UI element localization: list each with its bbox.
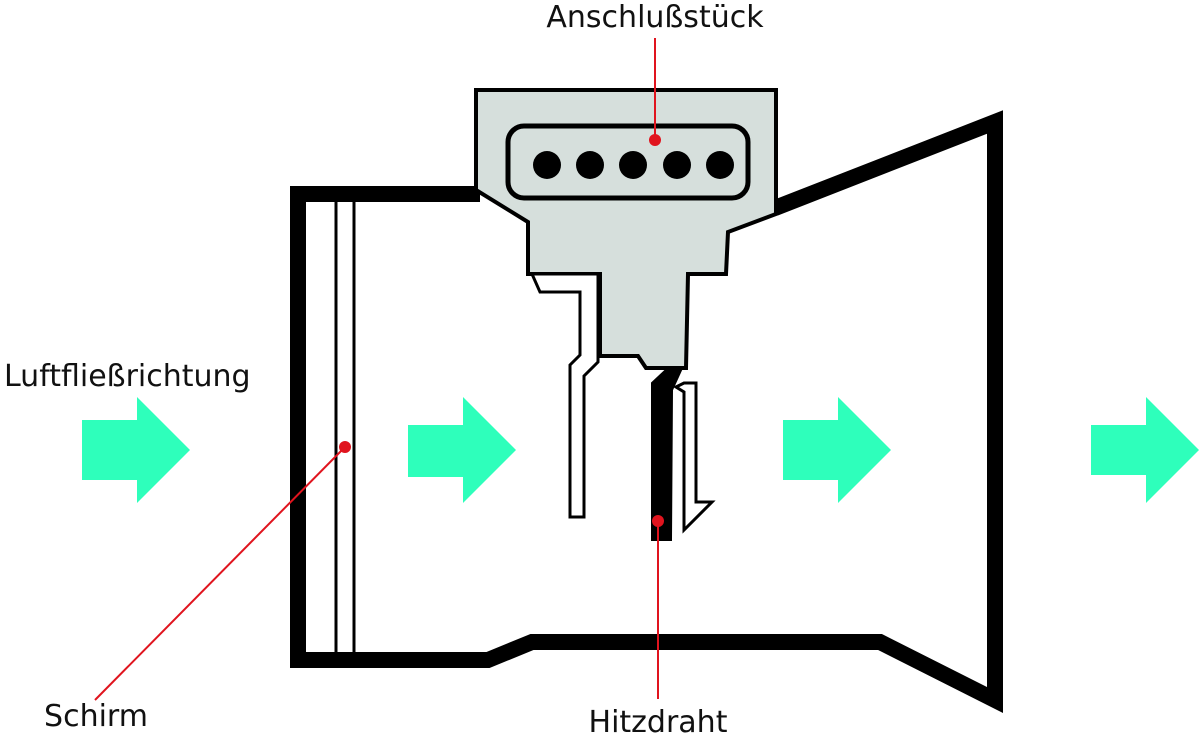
screen-leader bbox=[94, 446, 346, 701]
airflow-arrows bbox=[82, 397, 1199, 503]
connector-marker bbox=[649, 134, 661, 146]
arrow-right-icon bbox=[82, 397, 190, 503]
support-leg bbox=[529, 272, 600, 519]
connector bbox=[474, 88, 778, 370]
pin-icon bbox=[663, 151, 691, 179]
arrow-right-icon bbox=[783, 397, 891, 503]
hot-wire-holder bbox=[672, 381, 716, 534]
pin-icon bbox=[576, 151, 604, 179]
connector-label: Anschlußstück bbox=[546, 0, 764, 35]
hot-wire-marker bbox=[652, 515, 664, 527]
arrow-right-icon bbox=[1091, 397, 1199, 503]
pin-icon bbox=[706, 151, 734, 179]
screen-marker bbox=[339, 441, 351, 453]
screen bbox=[334, 202, 356, 652]
pin-icon bbox=[619, 151, 647, 179]
connector-pins bbox=[533, 151, 734, 179]
sensor-housing bbox=[290, 110, 1003, 713]
screen-label: Schirm bbox=[44, 699, 148, 734]
hot-wire-element bbox=[651, 367, 684, 541]
airflow-label: Luftfließrichtung bbox=[4, 359, 251, 394]
arrow-right-icon bbox=[408, 397, 516, 503]
pin-icon bbox=[533, 151, 561, 179]
leader-lines bbox=[94, 38, 664, 701]
housing-outline bbox=[290, 110, 1003, 713]
hot-wire-label: Hitzdraht bbox=[589, 705, 728, 740]
connector-body bbox=[474, 88, 778, 370]
connector-socket bbox=[505, 123, 751, 201]
